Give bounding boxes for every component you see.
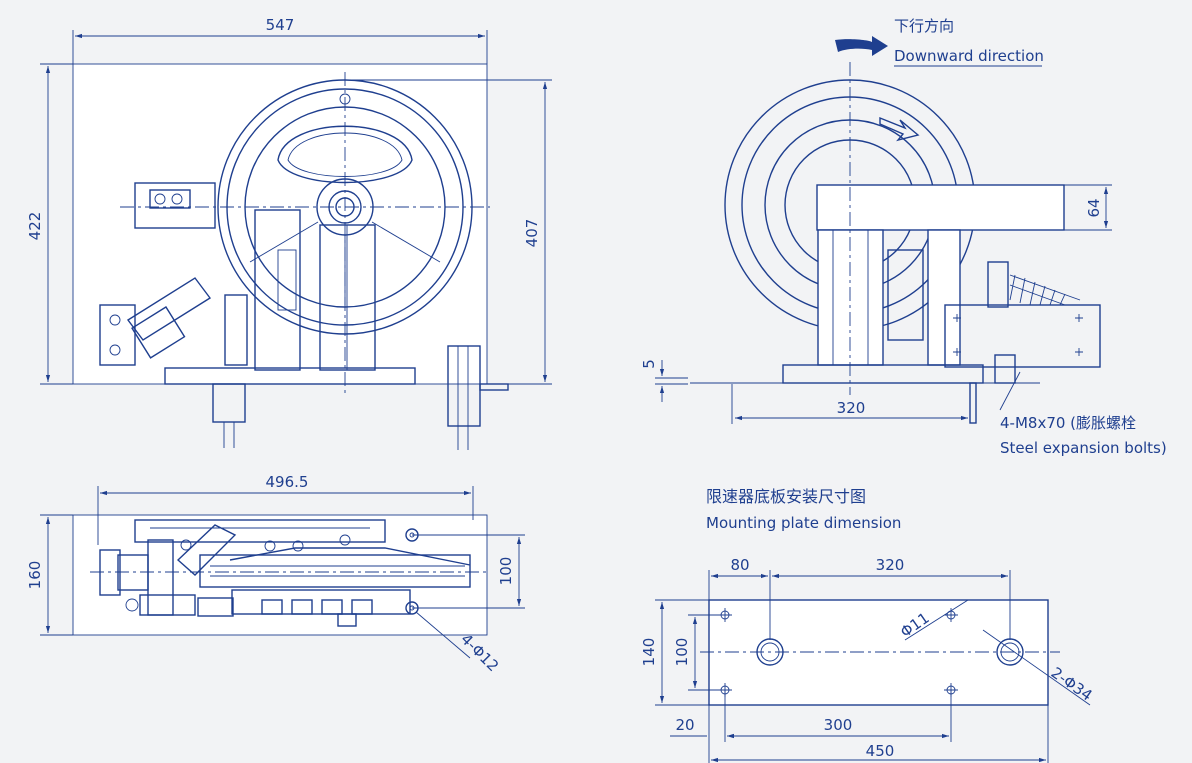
side-crossbar bbox=[816, 184, 1065, 231]
bolt-label-cn: 4-M8x70 (膨胀螺栓 bbox=[1000, 414, 1136, 432]
top-mount-hole bbox=[405, 528, 419, 542]
plate-title-en: Mounting plate dimension bbox=[706, 514, 901, 532]
plate-dim-20: 20 bbox=[675, 716, 694, 734]
mounting-plate-view: 限速器底板安装尺寸图 Mounting plate dimension 80 3… bbox=[640, 487, 1096, 763]
side-crossbar-height-dim: 64 bbox=[1085, 198, 1103, 217]
direction-arrow bbox=[835, 36, 888, 56]
mounting-plate bbox=[708, 599, 1049, 706]
plate-dim-300: 300 bbox=[824, 716, 853, 734]
plate-dim-320: 320 bbox=[876, 556, 905, 574]
front-width-dim: 547 bbox=[266, 16, 295, 34]
side-width-dim: 320 bbox=[837, 399, 866, 417]
top-sheave bbox=[199, 554, 471, 588]
side-base bbox=[782, 364, 984, 384]
top-frame bbox=[134, 519, 386, 543]
plate-dim-450: 450 bbox=[866, 742, 895, 760]
top-view: 496.5 160 100 bbox=[26, 473, 525, 675]
top-hole-spacing-dim: 100 bbox=[497, 557, 515, 586]
front-view: 547 422 407 bbox=[26, 16, 552, 450]
plate-dim-140: 140 bbox=[640, 638, 658, 667]
plate-title-cn: 限速器底板安装尺寸图 bbox=[706, 487, 866, 506]
plate-dim-80: 80 bbox=[730, 556, 749, 574]
front-view-panel bbox=[72, 63, 488, 385]
side-base-thickness-dim: 5 bbox=[640, 359, 658, 369]
top-width-dim: 496.5 bbox=[266, 473, 309, 491]
front-inner-height-dim: 407 bbox=[523, 219, 541, 248]
top-mount-hole bbox=[405, 601, 419, 615]
plate-dim-100: 100 bbox=[673, 638, 691, 667]
plate-large-hole-label: 2-Φ34 bbox=[1048, 664, 1096, 705]
sheave-window bbox=[277, 125, 413, 184]
direction-label-cn: 下行方向 bbox=[894, 17, 954, 35]
switch-block bbox=[134, 182, 216, 229]
direction-label-en: Downward direction bbox=[894, 47, 1044, 65]
top-height-dim: 160 bbox=[26, 561, 44, 590]
front-base-plate bbox=[164, 367, 416, 385]
tension-arm bbox=[126, 277, 212, 341]
side-view: 下行方向 Downward direction 64 bbox=[640, 17, 1167, 457]
bolt-label-en: Steel expansion bolts) bbox=[1000, 439, 1167, 457]
front-height-dim: 422 bbox=[26, 212, 44, 241]
